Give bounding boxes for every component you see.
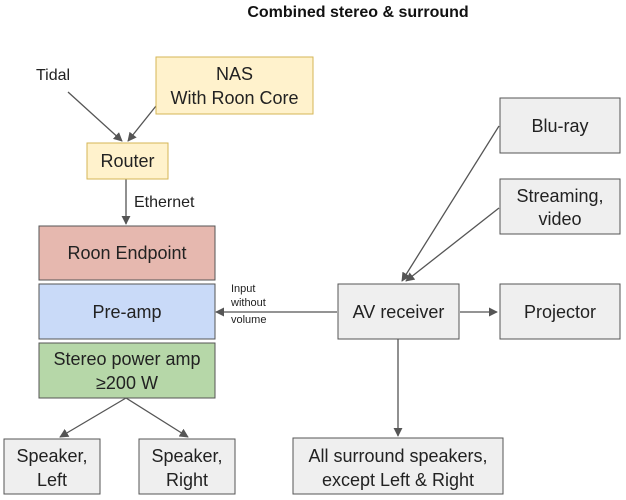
preamp-box xyxy=(38,283,216,340)
edge-bluray-to-av xyxy=(401,125,500,282)
bluray-box xyxy=(499,97,621,154)
preamp-node: Pre-amp xyxy=(38,283,216,340)
power-amp-box xyxy=(38,342,216,399)
router-label: Router xyxy=(100,151,154,171)
preamp-label: Pre-amp xyxy=(92,302,161,322)
nas-box xyxy=(155,56,314,115)
nas-label-line2: With Roon Core xyxy=(170,88,298,108)
power-amp-node: Stereo power amp ≥200 W xyxy=(38,342,216,399)
edge-streaming-to-av xyxy=(405,207,500,282)
speaker-right-label-line1: Speaker, xyxy=(151,446,222,466)
edge-nas-to-router xyxy=(127,105,157,142)
diagram-title: Combined stereo & surround xyxy=(247,4,468,21)
input-label-line3: volume xyxy=(231,314,266,326)
speaker-right-node: Speaker, Right xyxy=(138,438,236,495)
speaker-right-label-line2: Right xyxy=(166,470,208,490)
av-receiver-label: AV receiver xyxy=(353,302,445,322)
input-label-line1: Input xyxy=(231,283,255,295)
edge-amp-to-speaker-right xyxy=(125,397,189,438)
roon-endpoint-label: Roon Endpoint xyxy=(67,243,186,263)
surround-label-line1: All surround speakers, xyxy=(308,446,487,466)
streaming-label-line1: Streaming, xyxy=(516,186,603,206)
bluray-node: Blu-ray xyxy=(499,97,621,154)
bluray-label: Blu-ray xyxy=(531,116,588,136)
streaming-label-line2: video xyxy=(538,209,581,229)
speaker-left-node: Speaker, Left xyxy=(3,438,101,495)
projector-node: Projector xyxy=(499,283,621,340)
av-receiver-node: AV receiver xyxy=(337,283,460,340)
speaker-left-label-line2: Left xyxy=(37,470,67,490)
roon-endpoint-node: Roon Endpoint xyxy=(38,225,216,281)
tidal-label: Tidal xyxy=(36,67,70,84)
surround-box xyxy=(292,437,504,495)
nas-label-line1: NAS xyxy=(216,64,253,84)
speaker-right-box xyxy=(138,438,236,495)
streaming-node: Streaming, video xyxy=(499,178,621,235)
input-label-line2: without xyxy=(230,297,266,309)
projector-box xyxy=(499,283,621,340)
surround-node: All surround speakers, except Left & Rig… xyxy=(292,437,504,495)
av-receiver-box xyxy=(337,283,460,340)
nas-node: NAS With Roon Core xyxy=(155,56,314,115)
speaker-left-box xyxy=(3,438,101,495)
edge-tidal-to-router xyxy=(67,91,123,142)
power-amp-label-line1: Stereo power amp xyxy=(53,349,200,369)
ethernet-label: Ethernet xyxy=(134,194,195,211)
edge-amp-to-speaker-left xyxy=(59,397,127,438)
surround-label-line2: except Left & Right xyxy=(322,470,474,490)
router-box xyxy=(86,142,169,180)
streaming-box xyxy=(499,178,621,235)
roon-endpoint-box xyxy=(38,225,216,281)
router-node: Router xyxy=(86,142,169,180)
speaker-left-label-line1: Speaker, xyxy=(16,446,87,466)
power-amp-label-line2: ≥200 W xyxy=(96,373,158,393)
projector-label: Projector xyxy=(524,302,596,322)
